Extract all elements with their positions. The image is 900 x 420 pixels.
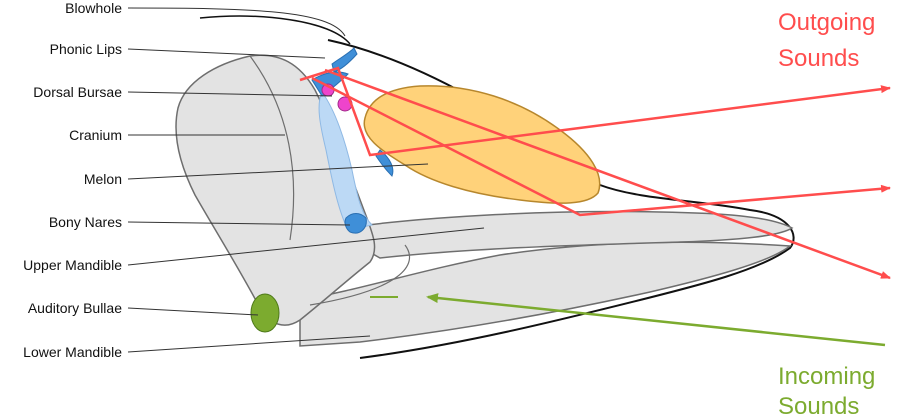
leader-phonic-lips <box>127 48 326 59</box>
incoming-sounds-line2: Sounds <box>778 393 859 420</box>
incoming-sound-arrow <box>426 293 886 347</box>
leader-lower-mandible <box>127 335 371 353</box>
forehead-skin-line <box>199 15 351 45</box>
leader-upper-mandible <box>127 227 485 266</box>
leader-dorsal-bursae <box>127 91 333 97</box>
label-phonic-lips: Phonic Lips <box>50 41 122 57</box>
outgoing-ray-upper <box>299 66 891 157</box>
upper-mandible-bone <box>327 210 794 259</box>
leader-melon <box>127 163 429 180</box>
label-blowhole: Blowhole <box>65 0 122 16</box>
label-leaders <box>127 7 485 353</box>
incoming-sounds-line1: Incoming <box>778 363 875 390</box>
melon <box>363 85 601 204</box>
label-upper-mandible: Upper Mandible <box>23 257 122 273</box>
label-lower-mandible: Lower Mandible <box>23 344 122 360</box>
cranium-ridge <box>249 55 295 241</box>
outgoing-sounds-line1: Outgoing <box>778 9 875 36</box>
jaw-hinge-curve <box>309 244 410 306</box>
bony-nares-shape <box>344 213 367 234</box>
leader-auditory-bullae <box>127 307 259 316</box>
label-melon: Melon <box>84 171 122 187</box>
leader-blowhole <box>127 7 346 37</box>
label-cranium: Cranium <box>69 127 122 143</box>
label-bony-nares: Bony Nares <box>49 214 122 230</box>
nares-side-branch <box>375 149 394 177</box>
lower-mandible-bone <box>299 241 792 347</box>
leader-bony-nares <box>127 221 351 226</box>
label-auditory-bullae: Auditory Bullae <box>28 300 122 316</box>
auditory-bullae <box>250 293 280 333</box>
outgoing-ray-middle <box>311 76 891 217</box>
outgoing-sounds-line2: Sounds <box>778 45 859 72</box>
outgoing-sound-rays <box>299 66 891 280</box>
outgoing-ray-lower <box>324 68 891 280</box>
label-dorsal-bursae: Dorsal Bursae <box>33 84 122 100</box>
